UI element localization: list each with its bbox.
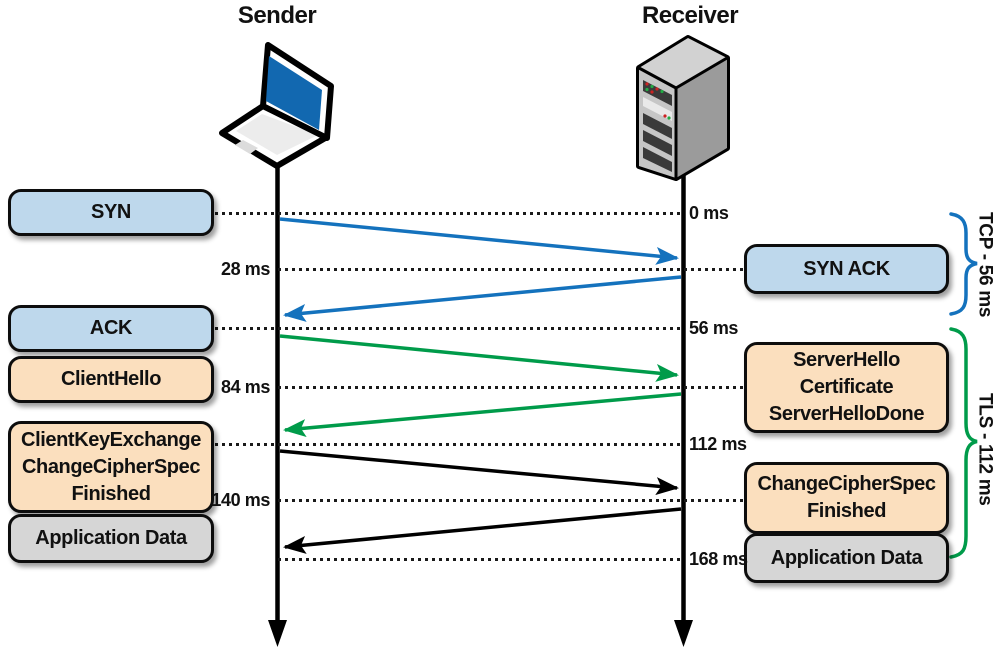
ack-label: ACK (89, 317, 133, 339)
tls-phase-brace (949, 327, 978, 559)
timestamp-84ms: 84 ms (220, 377, 270, 397)
server-led-lights-icon (645, 82, 671, 120)
sender-title: Sender (237, 2, 317, 29)
client-hello-label: ClientHello (60, 368, 162, 390)
receiver-title: Receiver (641, 2, 739, 29)
server-hello-label: ServerHello (793, 349, 900, 371)
receiver-lifeline-arrow-icon (674, 620, 693, 647)
timestamp-56ms: 56 ms (689, 318, 739, 338)
app-data-left-box: Application Data (8, 514, 214, 563)
arrow-client-hello (279, 334, 679, 382)
arrow-syn-ack (283, 275, 682, 322)
syn-box: SYN (8, 189, 214, 236)
server-hello-box: ServerHello Certificate ServerHelloDone (744, 342, 949, 433)
sender-lifeline-arrow-icon (268, 620, 287, 647)
tcp-phase-label: TCP - 56 ms (974, 212, 996, 318)
server-finished-label: Finished (806, 500, 887, 522)
server-change-cipher-label: ChangeCipherSpec (757, 473, 936, 495)
change-cipher-spec-label: ChangeCipherSpec (21, 455, 201, 478)
app-data-right-box: Application Data (744, 533, 949, 583)
server-hello-done-label: ServerHelloDone (768, 403, 925, 425)
client-key-exchange-label: ClientKeyExchange (21, 428, 201, 451)
arrow-client-finished (279, 449, 679, 496)
arrow-server-app-data (283, 507, 682, 554)
syn-label: SYN (91, 201, 131, 223)
syn-ack-label: SYN ACK (803, 257, 890, 280)
arrow-server-hello (283, 392, 682, 438)
laptop-icon (219, 42, 334, 169)
finished-label: Finished (71, 482, 151, 505)
syn-ack-box: SYN ACK (744, 244, 949, 294)
client-key-exchange-box: ClientKeyExchange ChangeCipherSpec Finis… (8, 421, 214, 513)
timestamp-168ms: 168 ms (689, 549, 748, 569)
server-icon (636, 35, 730, 181)
app-data-left-label: Application Data (35, 527, 187, 549)
certificate-label: Certificate (799, 376, 894, 398)
tls-phase-label: TLS - 112 ms (974, 392, 996, 506)
timestamp-0ms: 0 ms (689, 203, 729, 223)
receiver-lifeline (674, 168, 693, 647)
timestamp-112ms: 112 ms (689, 434, 747, 454)
tcp-phase-brace (949, 212, 978, 316)
client-hello-box: ClientHello (8, 356, 214, 403)
timestamp-140ms: 140 ms (211, 490, 270, 510)
server-change-cipher-box: ChangeCipherSpec Finished (744, 462, 949, 534)
arrow-syn (279, 217, 679, 265)
ack-box: ACK (8, 305, 214, 352)
timestamp-28ms: 28 ms (220, 259, 270, 279)
sender-lifeline (268, 150, 287, 647)
app-data-right-label: Application Data (770, 546, 923, 569)
